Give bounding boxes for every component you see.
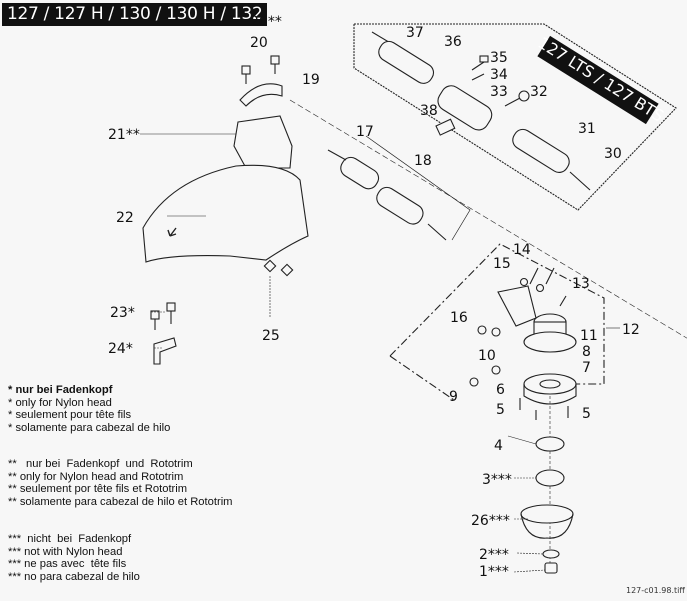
part-31-shaft (512, 128, 591, 191)
part-24-plate (153, 337, 177, 365)
part-1-nut (544, 562, 558, 574)
part-3-cup (535, 469, 565, 487)
part-17-18-shaft (327, 135, 471, 241)
label-32: 32 (530, 84, 548, 100)
part-34-screw (471, 73, 485, 81)
legend-line: *** no para cabezal de hilo (8, 570, 140, 583)
label-33: 33 (490, 84, 508, 100)
label-35: 35 (490, 50, 508, 66)
label-36: 36 (444, 34, 462, 50)
legend-line: ** solamente para cabezal de hilo et Rot… (8, 495, 233, 508)
label-30: 30 (604, 146, 622, 162)
label-5a: 5 (496, 402, 505, 418)
label-34: 34 (490, 67, 508, 83)
part-20-screws (241, 55, 280, 84)
legend-line: * only for Nylon head (8, 396, 112, 409)
legend-line: *** nicht bei Fadenkopf (8, 533, 132, 545)
label-23: 23* (110, 305, 135, 321)
part-35-screw (471, 55, 489, 71)
part-4-cap (535, 436, 565, 452)
part-11-gearhead (497, 285, 577, 353)
legend-line: ** only for Nylon head and Rototrim (8, 470, 184, 483)
part-12-bracket (389, 243, 605, 385)
label-21: 21** (108, 127, 140, 143)
model-title-badge: 127 / 127 H / 130 / 130 H / 132 (2, 3, 268, 26)
label-2: 2*** (479, 547, 509, 563)
legend-triple-star: *** nicht bei Fadenkopf *** not with Nyl… (8, 533, 140, 583)
rotation-arrow-icon (167, 227, 177, 237)
label-16: 16 (450, 310, 468, 326)
label-37: 37 (406, 25, 424, 41)
part-26-bowl (520, 504, 574, 539)
label-6: 6 (496, 382, 505, 398)
part-32-knob (504, 90, 530, 107)
legend-line: *** ne pas avec tête fils (8, 558, 127, 570)
part-33-coupling (437, 85, 493, 131)
inset-frame (353, 23, 677, 211)
label-17: 17 (356, 124, 374, 140)
label-9: 9 (449, 389, 458, 405)
label-38: 38 (420, 103, 438, 119)
label-1: 1*** (479, 564, 509, 580)
part-22-guard (142, 164, 309, 263)
legend-line: * seulement pour tête fils (8, 409, 132, 421)
legend-line: ** nur bei Fadenkopf und Rototrim (8, 458, 193, 470)
part-25-nut (263, 259, 277, 273)
label-20: 20 (250, 35, 268, 51)
part-6-flange (523, 373, 577, 405)
label-8: 8 (582, 344, 591, 360)
label-22: 22 (116, 210, 134, 226)
legend-line: * nur bei Fadenkopf (8, 384, 113, 396)
label-3: 3*** (482, 472, 512, 488)
label-7: 7 (582, 360, 591, 376)
label-31: 31 (578, 121, 596, 137)
image-filename: 127-c01.98.tiff (626, 586, 685, 595)
label-20ss: 20** (250, 14, 282, 30)
legend-line: * solamente para cabezal de hilo (8, 421, 171, 434)
label-5b: 5 (582, 406, 591, 422)
legend-line: ** seulement por tête fils et Rototrim (8, 483, 188, 495)
label-14: 14 (513, 242, 531, 258)
inset-title-badge (537, 35, 659, 125)
label-11: 11 (580, 328, 598, 344)
label-13: 13 (572, 276, 590, 292)
part-36-shaft (371, 31, 435, 84)
legend-double-star: ** nur bei Fadenkopf und Rototrim ** onl… (8, 458, 233, 508)
label-25: 25 (262, 328, 280, 344)
label-12: 12 (622, 322, 640, 338)
part-19-clamp (239, 83, 283, 107)
legend-single-star: * nur bei Fadenkopf * only for Nylon hea… (8, 384, 170, 434)
label-18: 18 (414, 153, 432, 169)
part-38-fitting (435, 118, 456, 136)
label-24: 24* (108, 341, 133, 357)
label-10: 10 (478, 348, 496, 364)
legend-line: *** not with Nylon head (8, 545, 123, 558)
part-23-screws (150, 302, 176, 330)
part-21-bracket (233, 115, 293, 169)
label-19: 19 (302, 72, 320, 88)
label-15: 15 (493, 256, 511, 272)
part-2-washer (542, 549, 560, 559)
label-4: 4 (494, 438, 503, 454)
inset-title: 127 LTS / 127 BTS (535, 33, 667, 126)
label-26: 26*** (471, 513, 510, 529)
